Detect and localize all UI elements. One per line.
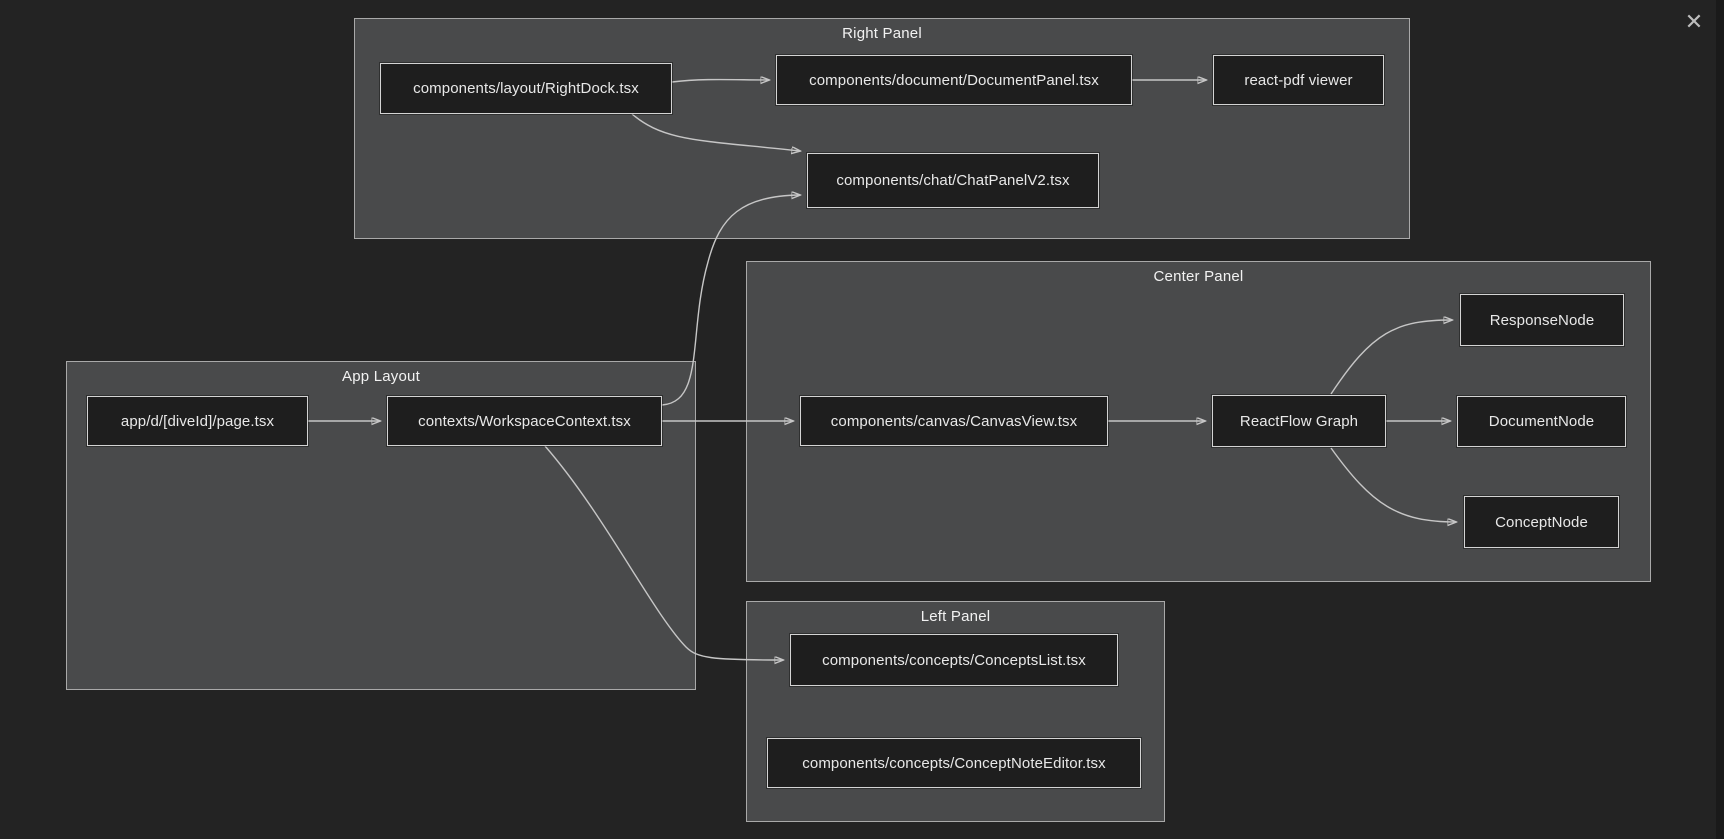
group-title-right-panel: Right Panel	[842, 25, 922, 42]
group-title-left-panel: Left Panel	[920, 608, 991, 625]
node-right-dock-label: components/layout/RightDock.tsx	[413, 80, 639, 97]
node-concepts-list-label: components/concepts/ConceptsList.tsx	[822, 651, 1086, 669]
node-reactflow-graph[interactable]: ReactFlow Graph	[1212, 395, 1386, 447]
node-right-dock[interactable]: components/layout/RightDock.tsx	[380, 63, 672, 114]
node-chat-panel-label: components/chat/ChatPanelV2.tsx	[836, 172, 1070, 189]
node-canvas-view-label: components/canvas/CanvasView.tsx	[830, 412, 1078, 430]
node-react-pdf-viewer[interactable]: react-pdf viewer	[1213, 55, 1384, 105]
node-workspace-context[interactable]: contexts/WorkspaceContext.tsx	[387, 396, 662, 446]
node-concepts-list[interactable]: components/concepts/ConceptsList.tsx	[790, 634, 1118, 686]
node-react-pdf-viewer-label: react-pdf viewer	[1244, 71, 1353, 89]
node-concept-note-editor-label: components/concepts/ConceptNoteEditor.ts…	[802, 754, 1106, 772]
node-workspace-context-label: contexts/WorkspaceContext.tsx	[418, 412, 631, 430]
group-title-center-panel: Center Panel	[1153, 268, 1244, 285]
node-page-label: app/d/[diveId]/page.tsx	[120, 412, 275, 430]
window-edge-strip	[1716, 0, 1724, 839]
node-document-node-label: DocumentNode	[1488, 413, 1595, 430]
node-response-node[interactable]: ResponseNode	[1460, 294, 1624, 346]
group-title-app-layout: App Layout	[342, 368, 420, 385]
node-concept-note-editor[interactable]: components/concepts/ConceptNoteEditor.ts…	[767, 738, 1141, 788]
node-chat-panel[interactable]: components/chat/ChatPanelV2.tsx	[807, 153, 1099, 208]
node-canvas-view[interactable]: components/canvas/CanvasView.tsx	[800, 396, 1108, 446]
node-concept-node-label: ConceptNode	[1495, 513, 1588, 531]
node-page[interactable]: app/d/[diveId]/page.tsx	[87, 396, 308, 446]
node-document-node[interactable]: DocumentNode	[1457, 396, 1626, 447]
node-response-node-label: ResponseNode	[1489, 311, 1595, 329]
node-document-panel-label: components/document/DocumentPanel.tsx	[809, 71, 1099, 89]
node-document-panel[interactable]: components/document/DocumentPanel.tsx	[776, 55, 1132, 105]
node-reactflow-graph-label: ReactFlow Graph	[1239, 412, 1359, 430]
close-icon[interactable]: ✕	[1684, 9, 1704, 34]
node-concept-node[interactable]: ConceptNode	[1464, 496, 1619, 548]
